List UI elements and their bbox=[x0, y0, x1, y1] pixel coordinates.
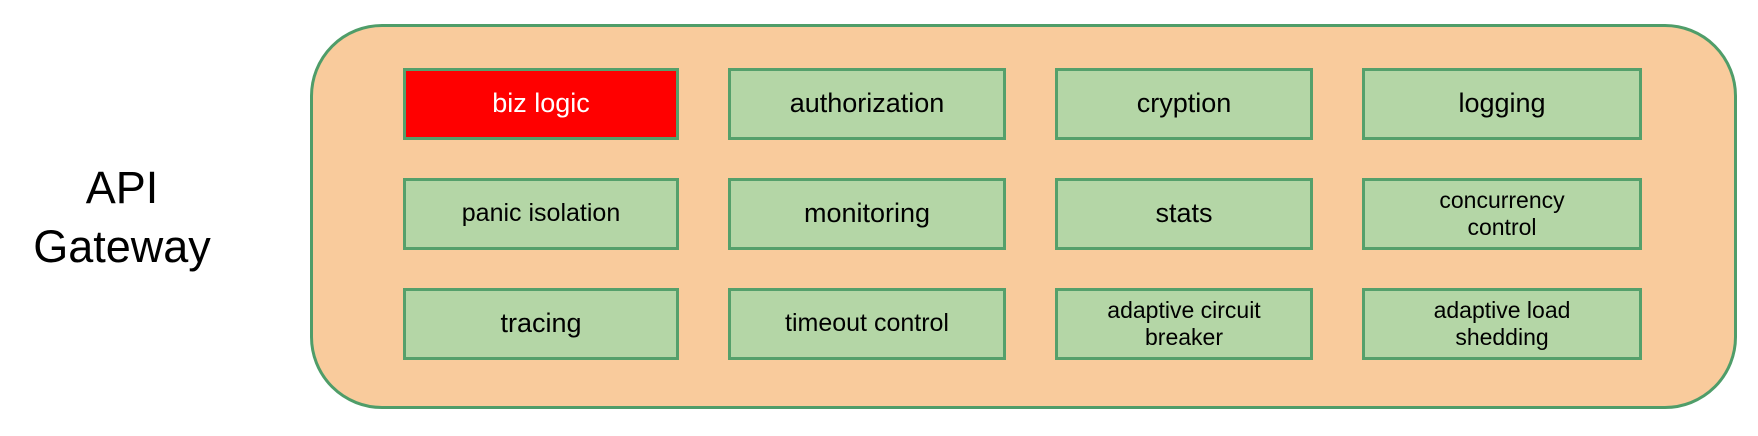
node-logging: logging bbox=[1362, 68, 1642, 140]
node-timeout-control: timeout control bbox=[728, 288, 1006, 360]
gateway-row-2: panic isolation monitoring stats concurr… bbox=[403, 178, 1642, 250]
node-concurrency-control: concurrency control bbox=[1362, 178, 1642, 250]
api-gateway-container: biz logic authorization cryption logging… bbox=[310, 24, 1737, 409]
node-authorization: authorization bbox=[728, 68, 1006, 140]
node-cryption: cryption bbox=[1055, 68, 1313, 140]
gateway-row-1: biz logic authorization cryption logging bbox=[403, 68, 1642, 140]
api-gateway-label: API Gateway bbox=[33, 162, 211, 273]
node-panic-isolation: panic isolation bbox=[403, 178, 679, 250]
node-stats: stats bbox=[1055, 178, 1313, 250]
gateway-row-3: tracing timeout control adaptive circuit… bbox=[403, 288, 1642, 360]
node-adaptive-circuit-breaker: adaptive circuit breaker bbox=[1055, 288, 1313, 360]
node-biz-logic: biz logic bbox=[403, 68, 679, 140]
node-tracing: tracing bbox=[403, 288, 679, 360]
node-adaptive-load-shedding: adaptive load shedding bbox=[1362, 288, 1642, 360]
node-monitoring: monitoring bbox=[728, 178, 1006, 250]
